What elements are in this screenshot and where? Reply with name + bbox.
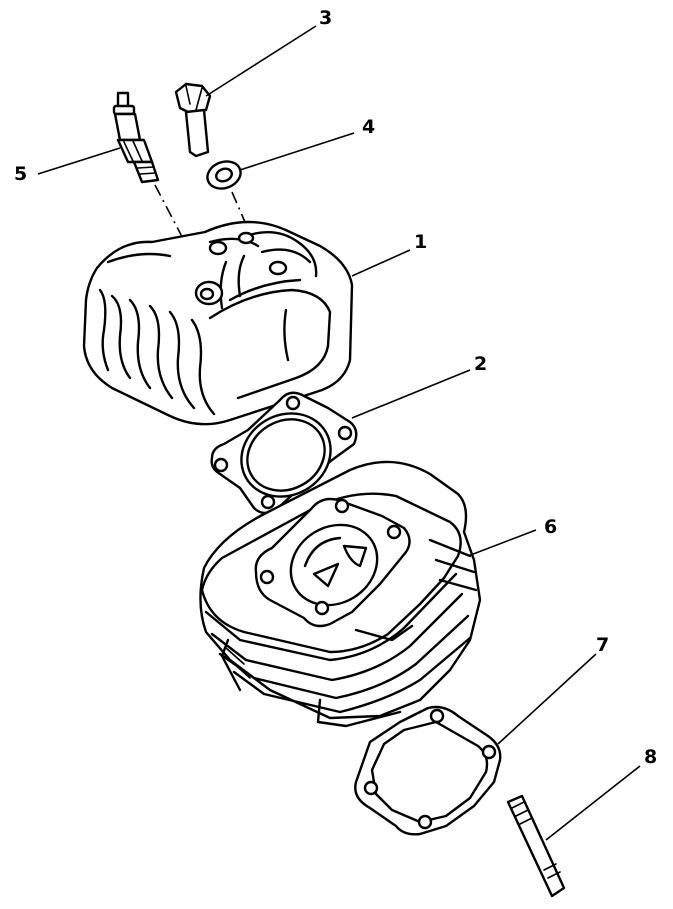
callout-7: 7: [596, 634, 610, 656]
leader-7: [497, 653, 597, 745]
callout-2: 2: [474, 353, 488, 375]
callout-8: 8: [644, 746, 658, 768]
leader-1: [351, 249, 411, 277]
leader-2: [351, 369, 471, 419]
base-gasket-drawing: [354, 705, 502, 836]
leader-8: [545, 765, 641, 841]
stud-drawing: [506, 794, 566, 898]
spark-plug-drawing: [112, 91, 160, 184]
callout-5: 5: [14, 163, 28, 185]
cylinder-head-drawing: [82, 220, 354, 426]
callout-4: 4: [362, 116, 376, 138]
cylinder-drawing: [199, 460, 482, 728]
leader-6: [467, 529, 537, 557]
head-gasket-drawing: [210, 391, 358, 515]
callout-3: 3: [319, 7, 333, 29]
head-bolt-drawing: [174, 82, 212, 158]
callout-1: 1: [414, 231, 428, 253]
leader-5: [37, 147, 121, 175]
callout-6: 6: [544, 516, 558, 538]
leader-4: [239, 132, 355, 171]
leader-3: [205, 25, 317, 97]
washer-drawing: [206, 160, 242, 190]
